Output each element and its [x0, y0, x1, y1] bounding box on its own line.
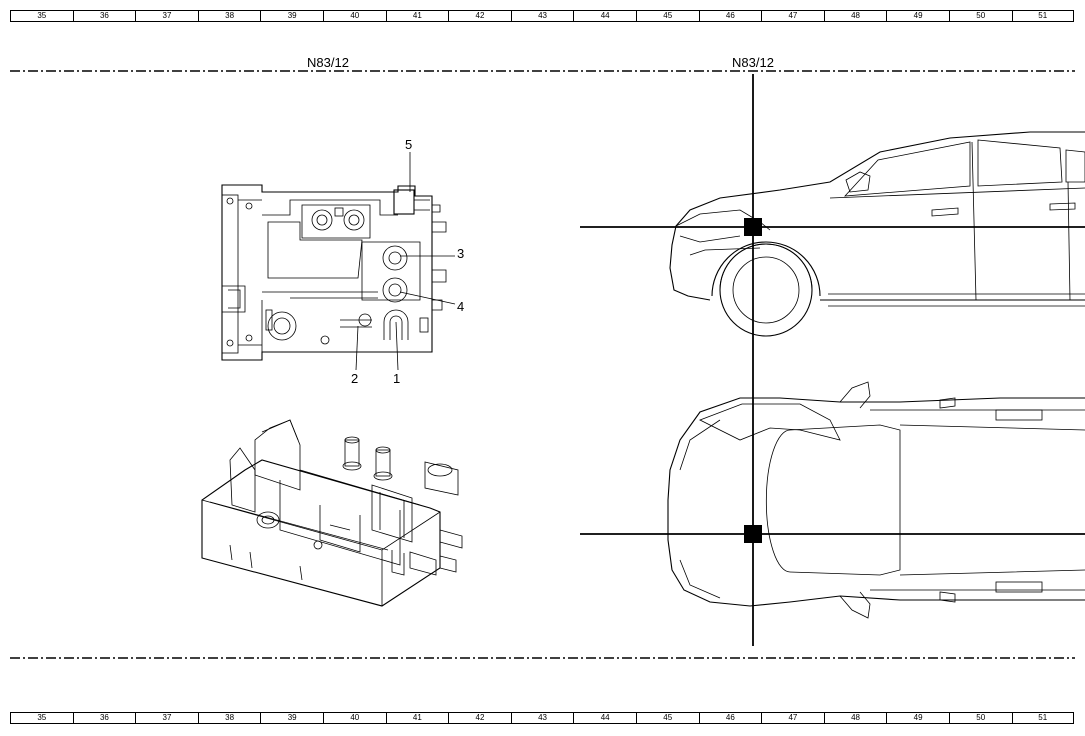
- ruler-cell: 50: [950, 713, 1013, 723]
- ruler-cell: 40: [324, 713, 387, 723]
- vehicle-side-view: [669, 131, 1085, 337]
- ruler-cell: 51: [1038, 713, 1048, 722]
- control-unit-isometric-view: [201, 419, 463, 607]
- callout-1-leader: [395, 321, 399, 371]
- callout-2: 2: [351, 371, 359, 386]
- location-marker-side-view: [744, 218, 762, 236]
- callout-1: 1: [393, 371, 401, 386]
- ruler-cell: 42: [449, 713, 512, 723]
- ruler-cell: 39: [261, 11, 324, 21]
- component-label-right: N83/12: [732, 55, 774, 70]
- ruler-cell: 50: [950, 11, 1013, 21]
- ruler-cell: 44: [574, 11, 637, 21]
- ruler-cell: 37: [136, 11, 199, 21]
- callout-2-leader: [355, 325, 359, 371]
- ruler-cell: 39: [261, 713, 324, 723]
- ruler-cell: 46: [700, 11, 763, 21]
- ruler-cell: 47: [762, 713, 825, 723]
- ruler-cell: 48: [825, 713, 888, 723]
- ruler-cell: 48: [825, 11, 888, 21]
- ruler-cell: 41: [387, 713, 450, 723]
- ruler-cell: 37: [136, 713, 199, 723]
- ruler-cell: 47: [762, 11, 825, 21]
- ruler-cell: 35: [11, 713, 74, 723]
- ruler-cell: 43: [512, 713, 575, 723]
- ruler-cell: 38: [199, 713, 262, 723]
- ruler-cell: 44: [574, 713, 637, 723]
- ruler-cell: 36: [74, 11, 137, 21]
- ruler-cell: 45: [637, 11, 700, 21]
- ruler-cell: 40: [324, 11, 387, 21]
- callout-3: 3: [457, 246, 465, 261]
- callout-4: 4: [457, 299, 465, 314]
- ruler-cell: 51: [1038, 11, 1048, 20]
- ruler-cell: 42: [449, 11, 512, 21]
- ruler-cell: 46: [700, 713, 763, 723]
- ruler-cell: 45: [637, 713, 700, 723]
- callout-4-leader: [399, 291, 456, 305]
- location-crosshair: [580, 74, 1085, 646]
- ruler-cell: 36: [74, 713, 137, 723]
- location-marker-top-view: [744, 525, 762, 543]
- ruler-cell: 49: [887, 713, 950, 723]
- callout-5: 5: [405, 137, 413, 152]
- ruler-cell: 41: [387, 11, 450, 21]
- ruler-cell: 43: [512, 11, 575, 21]
- control-unit-top-view: [221, 184, 447, 361]
- ruler-cell: 49: [887, 11, 950, 21]
- ruler-cell: 35: [11, 11, 74, 21]
- component-label-left: N83/12: [307, 55, 349, 70]
- vehicle-top-view: [667, 381, 1085, 619]
- ruler-cell: 38: [199, 11, 262, 21]
